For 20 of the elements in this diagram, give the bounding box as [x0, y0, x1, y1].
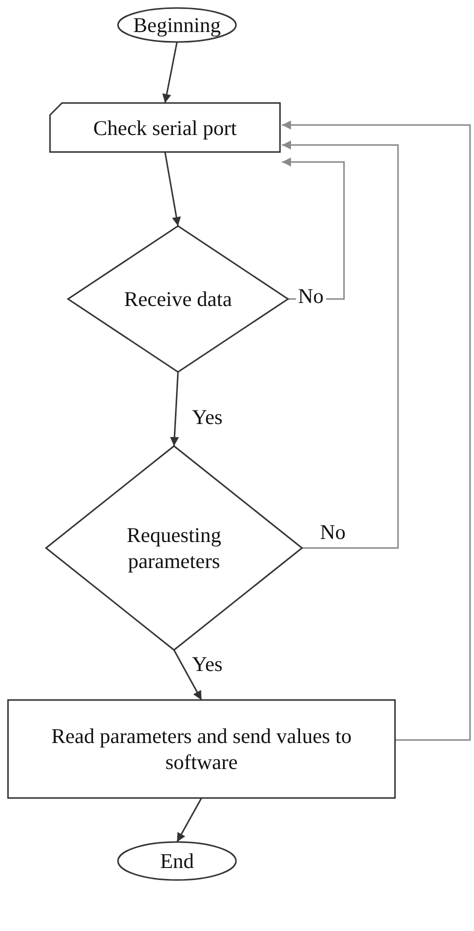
- node-label: Beginning: [132, 12, 222, 38]
- node-label: Receive data: [123, 286, 233, 312]
- process-box: [8, 700, 395, 798]
- input-card: [50, 103, 280, 152]
- node-label: Check serial port: [92, 114, 238, 141]
- node-label: Requesting parameters: [126, 522, 222, 574]
- arrow: [170, 372, 179, 446]
- arrow: [173, 650, 202, 700]
- arrow: [282, 140, 399, 549]
- node-label: End: [159, 848, 195, 874]
- arrow: [164, 152, 181, 226]
- arrow: [176, 798, 202, 842]
- node-label: Read parameters and send values to software: [50, 722, 353, 776]
- arrow: [162, 42, 178, 104]
- arrow: [282, 158, 345, 300]
- terminator-ellipse: [118, 842, 236, 880]
- terminator-ellipse: [118, 8, 236, 42]
- decision-diamond: [68, 226, 288, 372]
- arrow: [282, 120, 471, 741]
- decision-diamond: [46, 446, 302, 650]
